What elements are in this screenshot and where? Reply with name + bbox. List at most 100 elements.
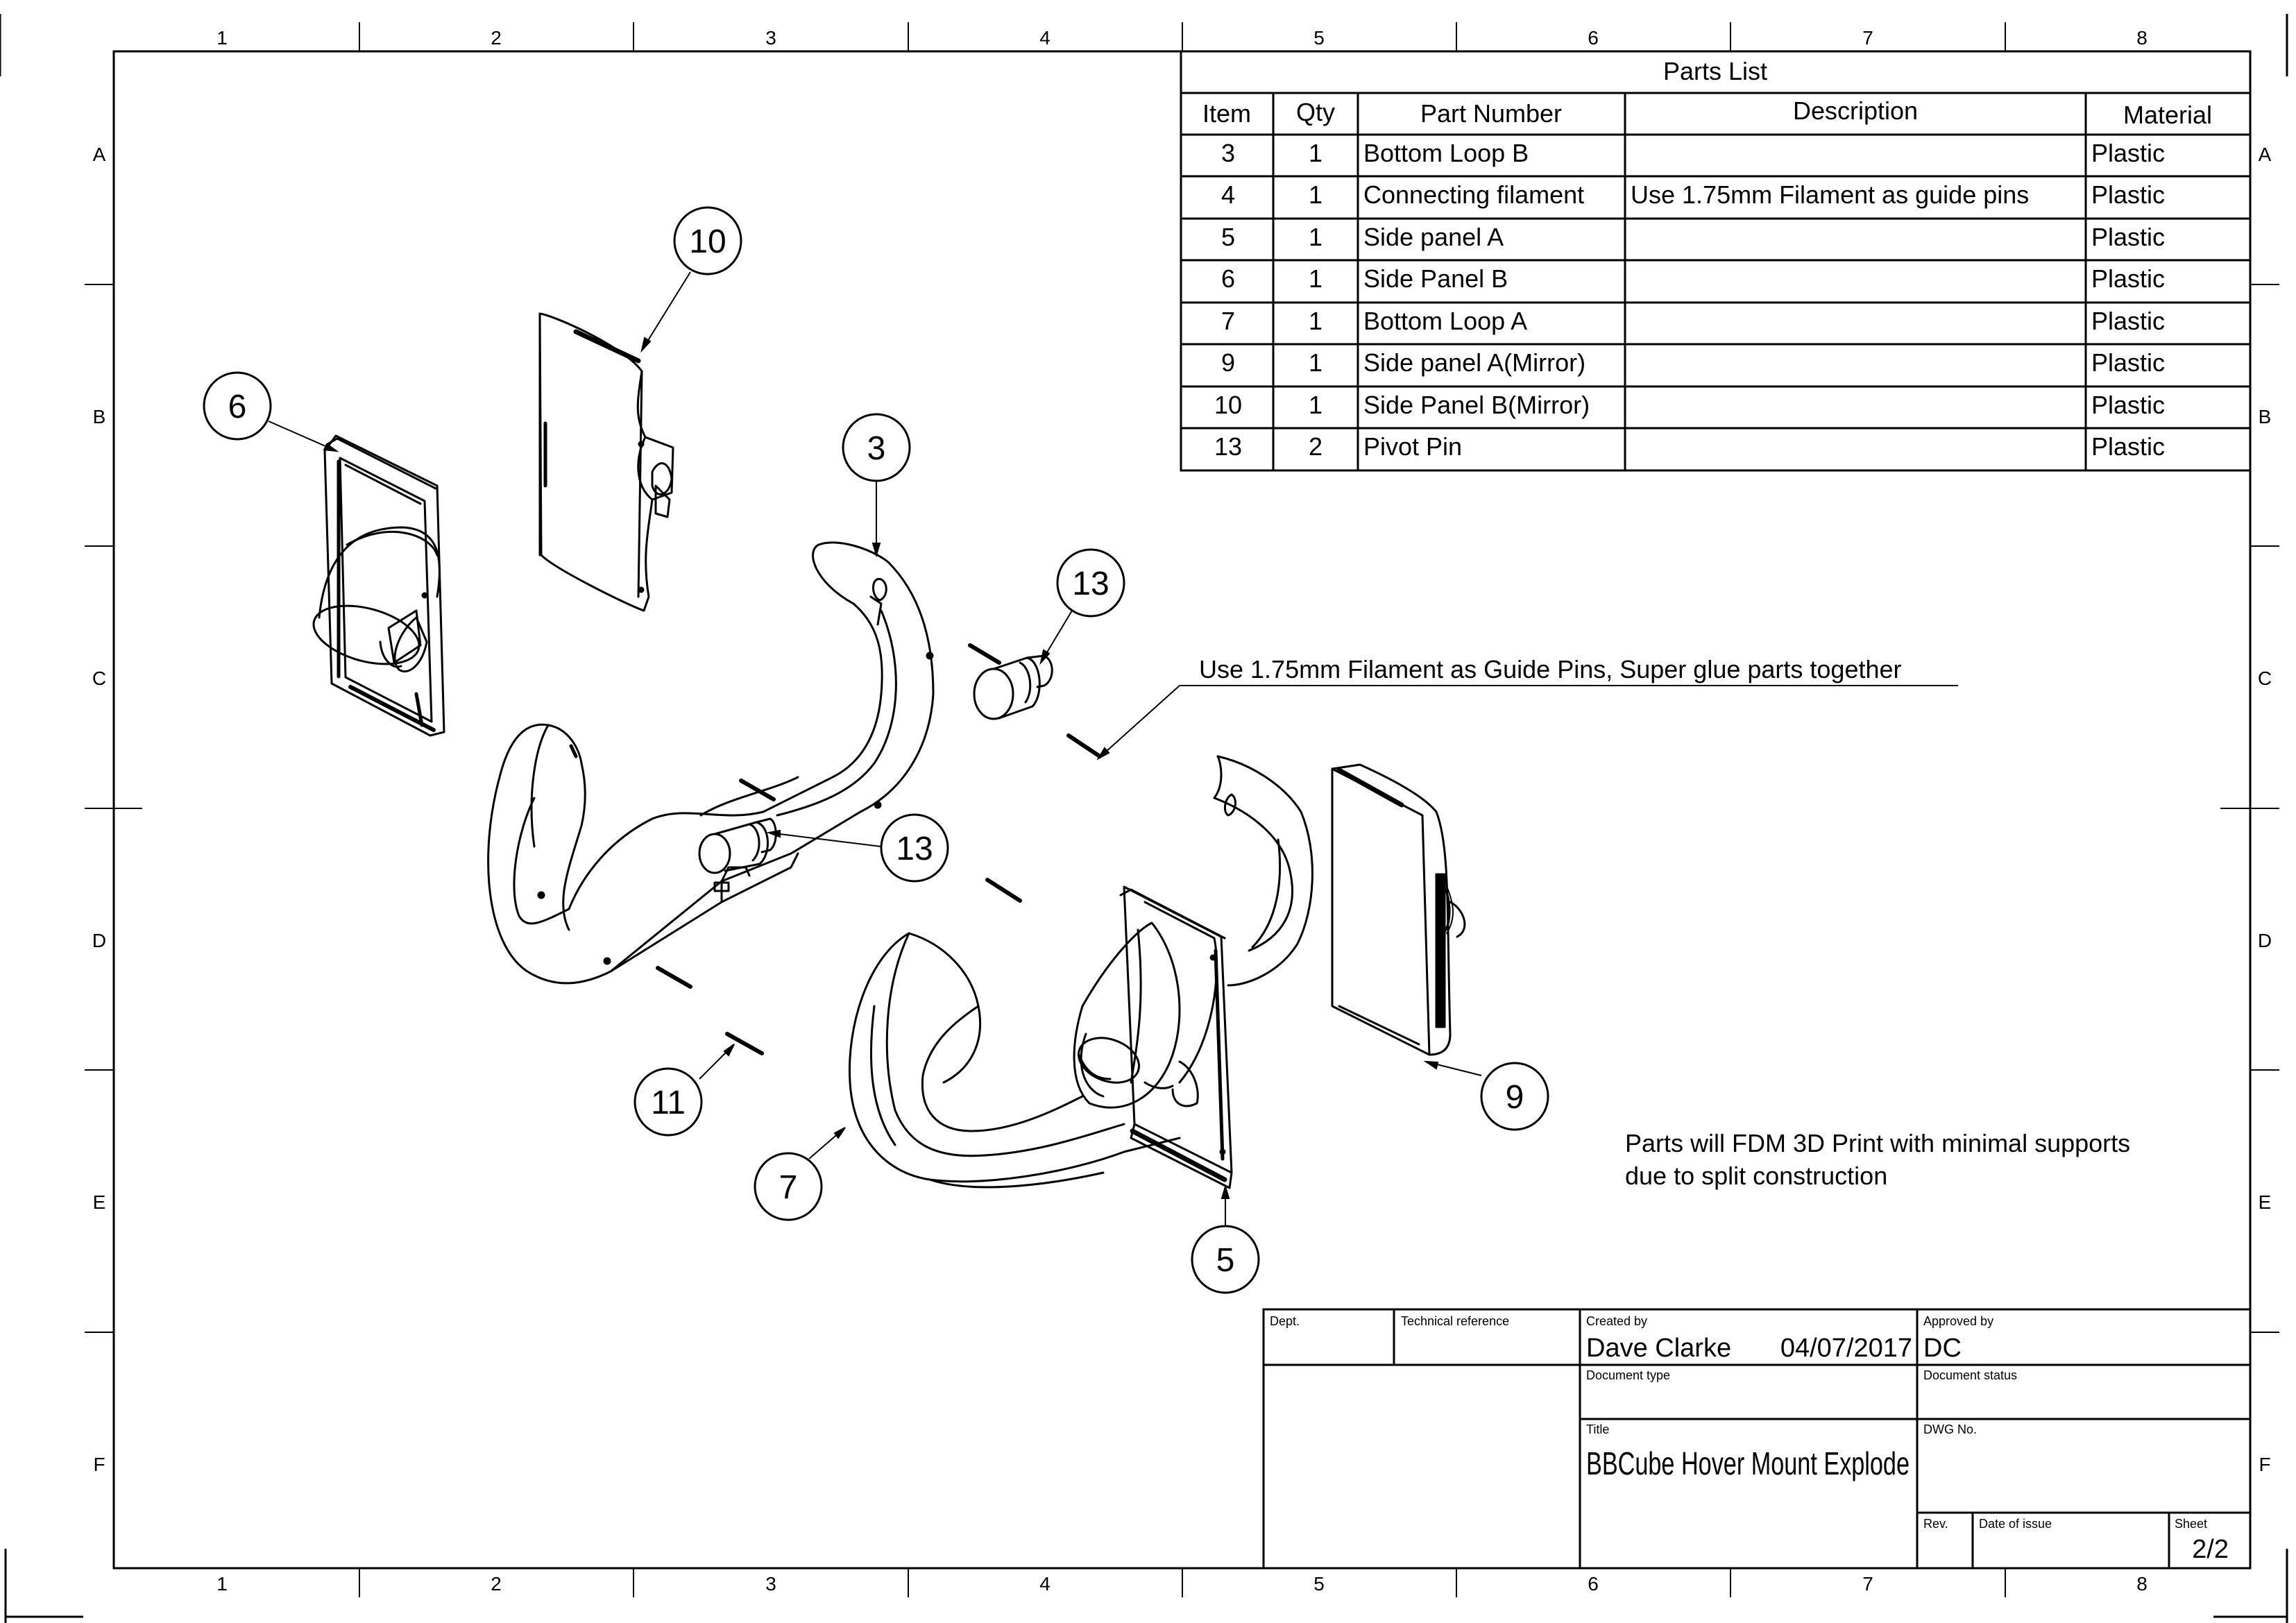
balloon: 6 [203,371,272,441]
part-side-panel-a-mirror [1331,763,1466,1056]
balloon: 3 [842,413,911,482]
zone-col-label: 8 [2136,1573,2148,1595]
print-note-line2: due to split construction [1625,1162,1887,1190]
cell-part-number: Side panel A(Mirror) [1363,348,1585,377]
zone-row-label: C [2258,668,2272,689]
cell-item: 4 [1221,180,1235,209]
cell-part-number: Bottom Loop B [1363,139,1529,167]
zone-col-label: 1 [216,1573,228,1595]
cell-item: 7 [1221,307,1235,335]
zone-col-label: 2 [491,1573,502,1595]
cell-material: Plastic [2091,264,2165,293]
col-header-part-number: Part Number [1420,99,1562,128]
zone-row-label: F [2259,1454,2270,1475]
cell-item: 10 [1214,391,1242,419]
col-header-material: Material [2123,101,2212,129]
sheet-label: Sheet [2175,1517,2207,1531]
cell-material: Plastic [2091,432,2165,461]
balloon-label: 3 [867,430,886,467]
dept-label: Dept. [1270,1314,1300,1328]
col-header-description: Description [1793,96,1918,125]
cell-material: Plastic [2091,348,2165,377]
title-block: Dept. Technical reference Created by Dav… [1262,1308,2252,1570]
notes: Use 1.75mm Filament as Guide Pins, Super… [1199,655,2130,1190]
rev-label: Rev. [1923,1517,1948,1531]
table-row: 6 1 Side Panel B Plastic [1221,264,2165,293]
tech-ref-label: Technical reference [1401,1314,1509,1328]
cell-item: 5 [1221,223,1235,251]
cell-item: 13 [1214,432,1242,461]
table-row: 5 1 Side panel A Plastic [1221,223,2165,251]
col-header-item: Item [1202,99,1251,128]
part-side-panel-a [1073,885,1233,1189]
zone-labels: 1 2 3 4 5 6 7 8 1 2 3 4 5 6 7 8 A B C D … [92,27,2272,1595]
balloon-label: 13 [1072,566,1109,602]
zone-col-label: 7 [1862,27,1873,49]
parts-list-title: Parts List [1663,57,1767,85]
zone-col-label: 1 [216,27,228,49]
title-label: Title [1586,1422,1609,1436]
approved-by-label: Approved by [1923,1314,1993,1328]
balloon: 11 [633,1067,703,1137]
cell-item: 3 [1221,139,1235,167]
guide-pins [656,643,1102,1055]
table-row: 13 2 Pivot Pin Plastic [1214,432,2165,461]
part-side-panel-b [312,434,445,737]
zone-col-label: 7 [1862,1573,1873,1595]
dwg-no-label: DWG No. [1923,1422,1977,1436]
cell-qty: 1 [1309,307,1323,335]
balloon: 13 [880,813,949,883]
balloon: 9 [1480,1062,1549,1131]
created-date: 04/07/2017 [1780,1334,1912,1363]
cell-part-number: Bottom Loop A [1363,307,1527,335]
balloon-label: 11 [651,1085,686,1121]
zone-col-label: 6 [1588,27,1599,49]
zone-col-label: 3 [765,1573,776,1595]
zone-col-label: 6 [1588,1573,1599,1595]
zone-col-label: 4 [1039,1573,1051,1595]
zone-row-label: F [93,1454,105,1475]
cell-part-number: Side Panel B(Mirror) [1363,391,1590,419]
created-by-name: Dave Clarke [1586,1334,1731,1363]
balloon-label: 10 [689,223,726,260]
zone-row-label: E [2259,1191,2272,1213]
zone-col-label: 3 [765,27,776,49]
zone-row-label: B [93,406,106,427]
print-note-line1: Parts will FDM 3D Print with minimal sup… [1625,1129,2130,1157]
zone-col-label: 4 [1039,27,1051,49]
zone-row-label: A [93,144,106,165]
balloon: 10 [673,206,742,275]
table-row: 10 1 Side Panel B(Mirror) Plastic [1214,391,2165,419]
table-row: 3 1 Bottom Loop B Plastic [1221,139,2165,167]
cell-material: Plastic [2091,223,2165,251]
zone-row-label: D [2258,930,2272,951]
part-bottom-loop-b [487,541,935,985]
balloon-label: 9 [1506,1079,1524,1116]
parts-list-table: Parts List Item Qty Part Number Descript… [1180,50,2252,472]
guide-pin-note: Use 1.75mm Filament as Guide Pins, Super… [1199,655,1902,683]
zone-row-label: B [2259,406,2272,427]
zone-col-label: 8 [2136,27,2148,49]
date-of-issue-label: Date of issue [1979,1517,2052,1531]
cell-part-number: Side Panel B [1363,264,1508,293]
balloon: 13 [1056,548,1125,618]
balloon-label: 6 [228,389,247,425]
created-by-label: Created by [1586,1314,1647,1328]
cell-item: 9 [1221,348,1235,377]
cell-qty: 1 [1309,391,1323,419]
zone-row-label: E [93,1191,106,1213]
sheet-number: 2/2 [2192,1535,2229,1564]
cell-qty: 1 [1309,223,1323,251]
part-side-panel-b-mirror [538,312,674,612]
cell-qty: 1 [1309,264,1323,293]
cell-material: Plastic [2091,307,2165,335]
table-row: 9 1 Side panel A(Mirror) Plastic [1221,348,2165,377]
zone-row-label: C [92,668,106,689]
cell-material: Plastic [2091,391,2165,419]
balloon-label: 7 [779,1169,798,1206]
cell-qty: 1 [1309,348,1323,377]
doc-type-label: Document type [1586,1368,1670,1382]
zone-col-label: 2 [491,27,502,49]
table-row: 7 1 Bottom Loop A Plastic [1221,307,2165,335]
